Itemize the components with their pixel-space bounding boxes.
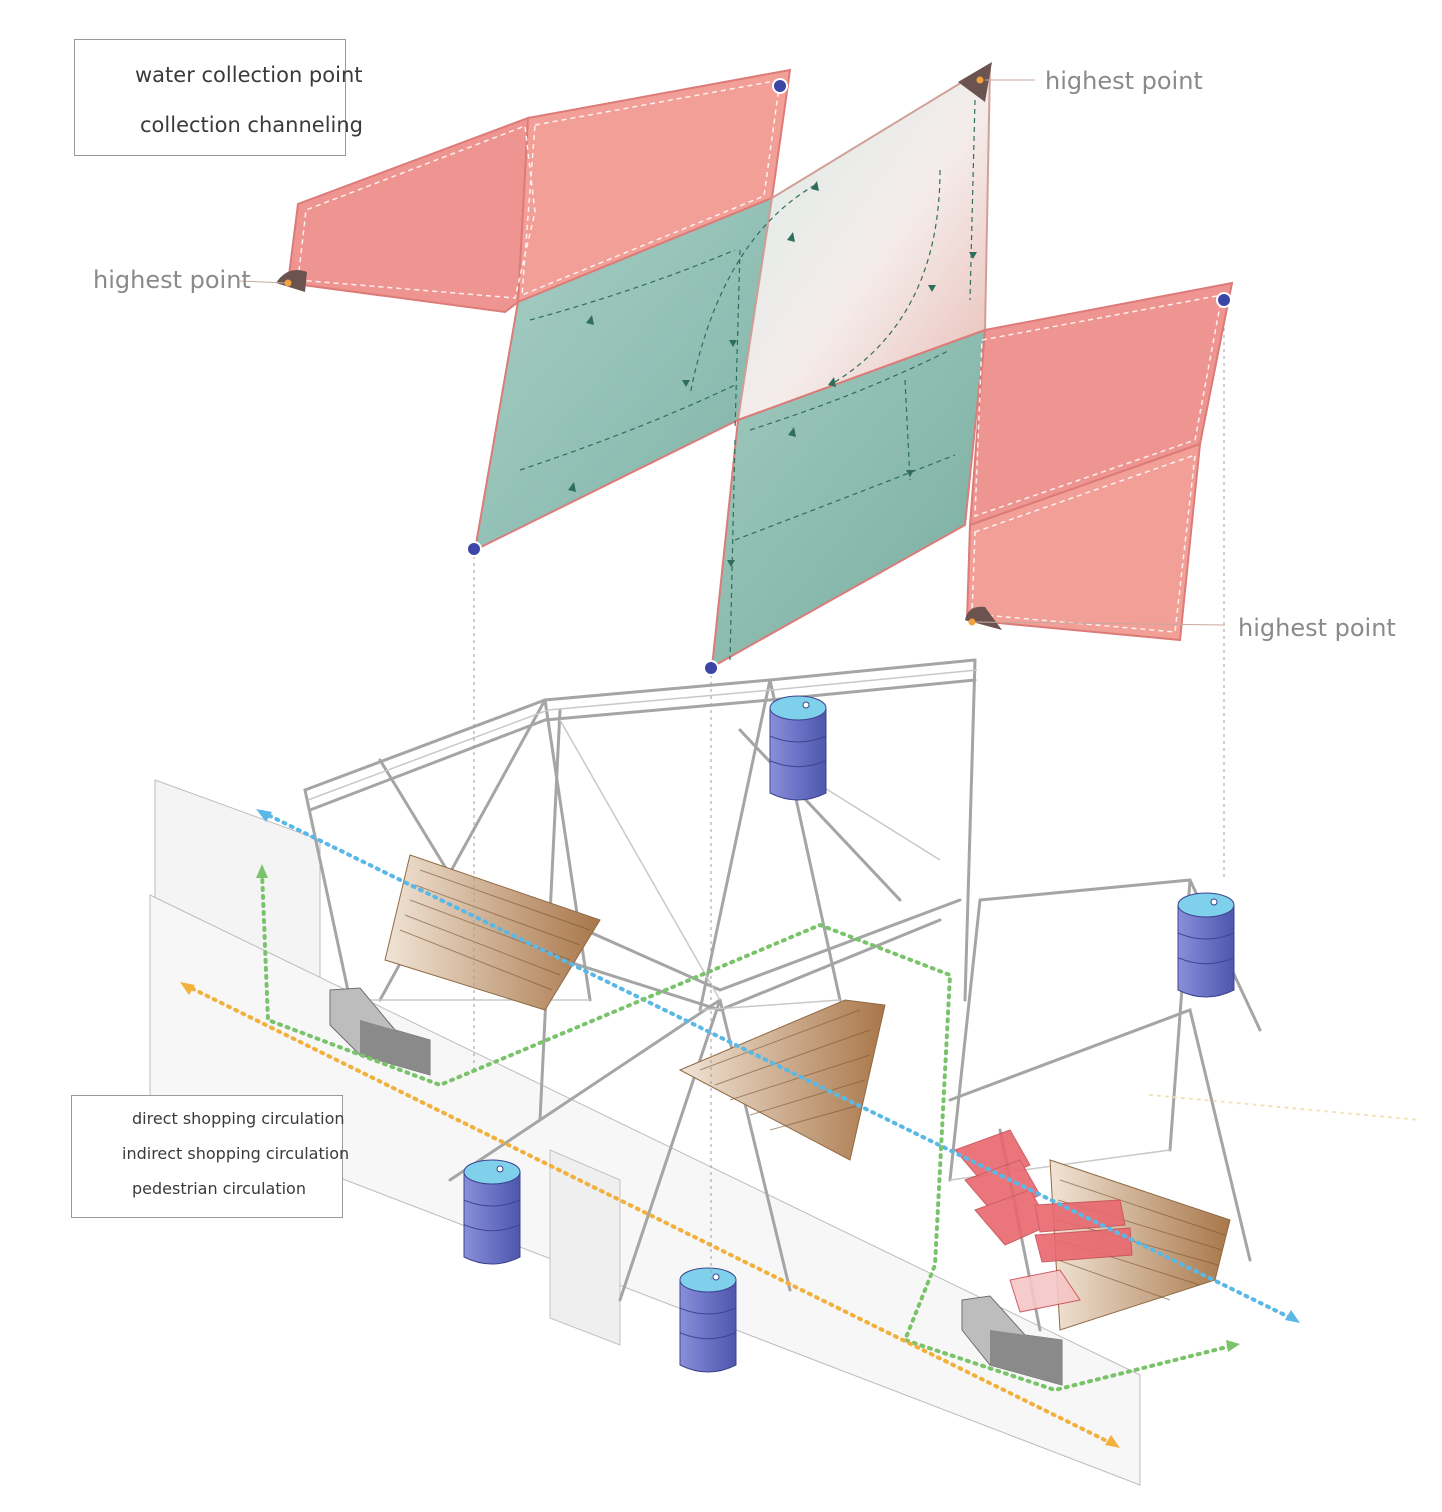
direct-arrowhead-start [256, 809, 272, 822]
deck-center [678, 999, 886, 1161]
highest-point-markers [276, 62, 1002, 630]
highest-point-label-right: highest point [1238, 614, 1396, 642]
water-barrel [679, 1267, 737, 1373]
bottom-legend [71, 1095, 343, 1218]
legend-water-collection-label: water collection point [135, 63, 363, 87]
door-panel [549, 1149, 621, 1346]
canopy-membrane [286, 63, 1234, 669]
legend-direct-label: direct shopping circulation [132, 1109, 345, 1128]
highest-point-label-left: highest point [93, 266, 251, 294]
projection-lines [473, 300, 1225, 1280]
top-legend [74, 39, 346, 156]
faint-pedestrian-extension [1149, 1094, 1421, 1121]
direct-circulation-path [260, 810, 1297, 1322]
canopy-panel-teal-right [710, 328, 987, 669]
indirect-circulation-path [260, 870, 1237, 1393]
deck-left [384, 854, 601, 1011]
water-barrel [769, 695, 827, 801]
highest-point-label-top: highest point [1045, 67, 1203, 95]
water-barrel [463, 1159, 521, 1265]
water-barrel [1177, 892, 1235, 998]
concrete-plinths [329, 987, 1063, 1386]
highest-marker-right [965, 606, 1002, 630]
indirect-arrowhead-start [256, 864, 268, 878]
legend-pedestrian-label: pedestrian circulation [132, 1179, 306, 1198]
water-barrels [463, 695, 1235, 1373]
water-collection-points [466, 78, 1232, 676]
indirect-arrowhead-end [1226, 1340, 1240, 1352]
circulation-paths [180, 809, 1421, 1448]
legend-indirect-label: indirect shopping circulation [122, 1144, 350, 1163]
highest-marker-left [276, 270, 307, 292]
pedestrian-arrowhead-start [180, 982, 195, 995]
highest-marker-top [958, 62, 992, 102]
callout-leaders [239, 79, 1226, 626]
pedestrian-arrowhead-end [1105, 1435, 1120, 1448]
pedestrian-circulation-path [183, 983, 1117, 1447]
canopy-panel-right-bottom [965, 442, 1202, 642]
direct-arrowhead-end [1285, 1310, 1300, 1323]
legend-channeling-label: collection channeling [140, 113, 364, 137]
